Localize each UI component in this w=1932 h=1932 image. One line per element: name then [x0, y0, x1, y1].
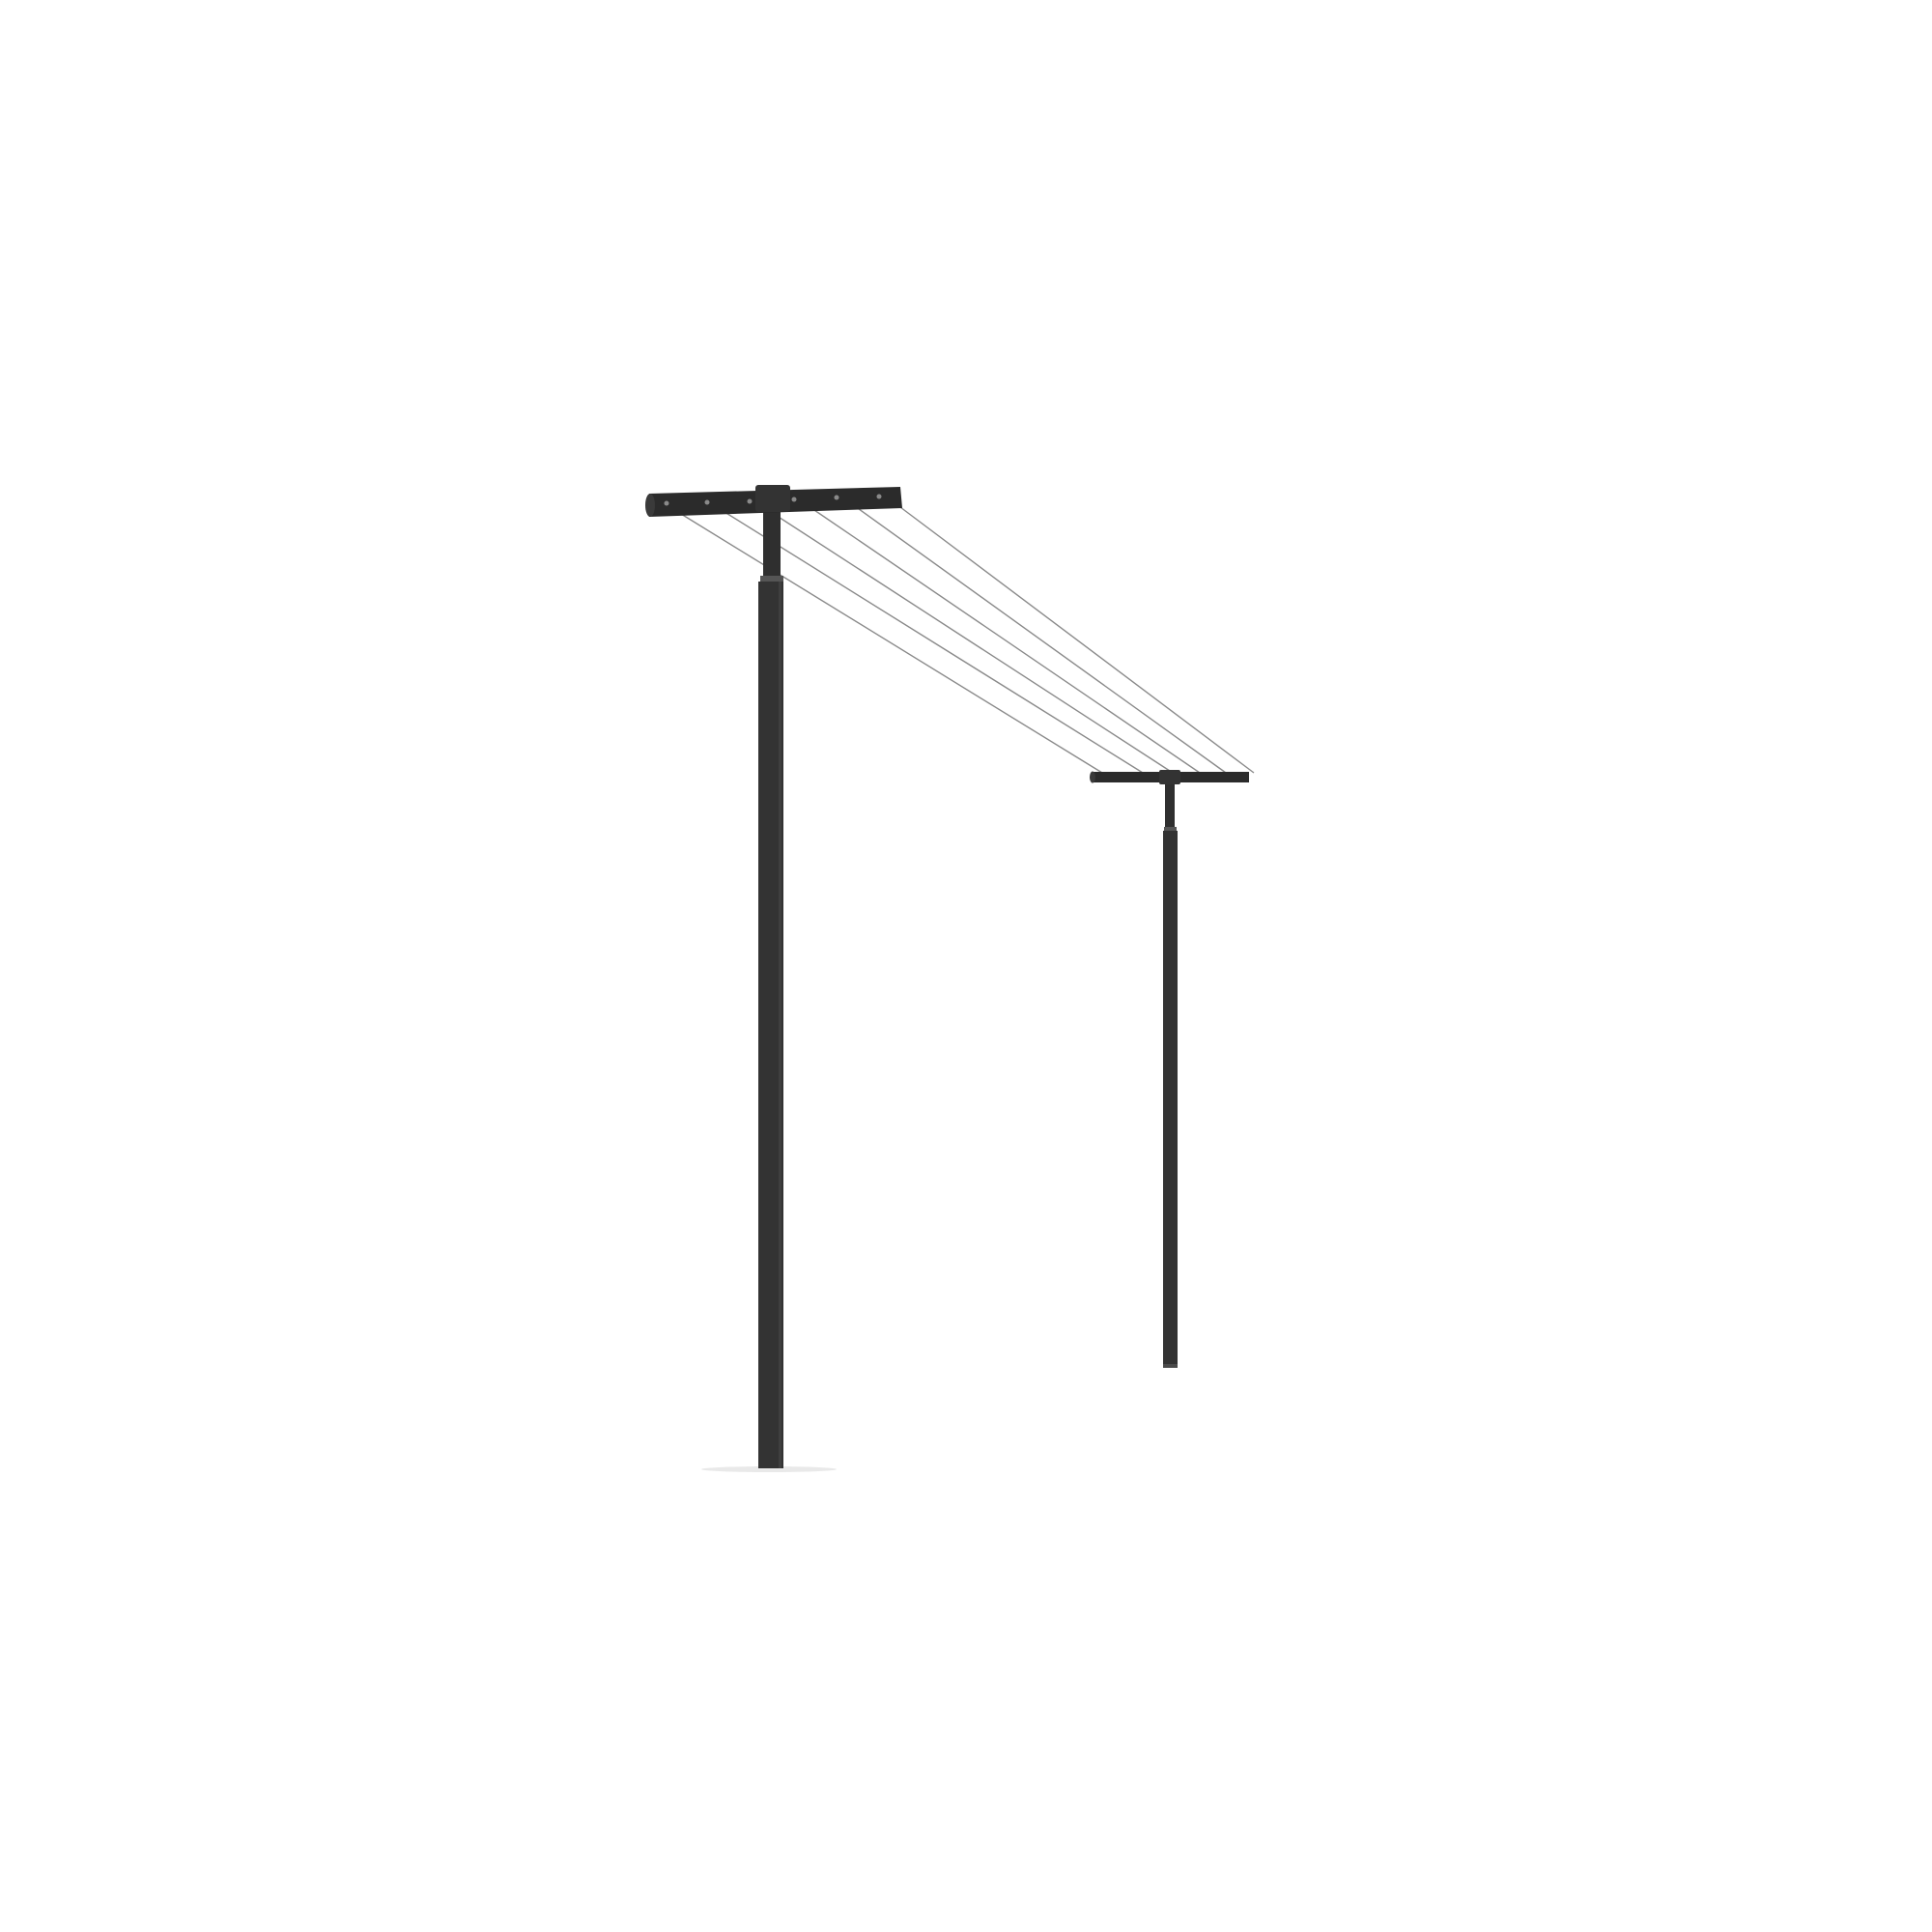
near-post-upper-tube	[763, 510, 781, 580]
far-post	[1163, 781, 1178, 1368]
near-post	[758, 510, 783, 1468]
hole	[834, 495, 839, 500]
hole	[791, 497, 797, 502]
hole	[664, 500, 669, 506]
hole	[704, 499, 710, 505]
near-crossbar	[645, 485, 902, 517]
near-post-collar	[760, 576, 783, 582]
wire-5	[854, 505, 1227, 774]
far-post-collar	[1164, 827, 1177, 831]
far-post-foot	[1163, 1364, 1178, 1368]
wire-3	[767, 509, 1174, 774]
near-crossbar-tee-joint	[755, 485, 790, 512]
far-crossbar-tee-joint	[1159, 770, 1180, 784]
far-post-lower-tube	[1163, 831, 1178, 1368]
wire-2	[724, 511, 1144, 774]
wire-6	[895, 503, 1255, 774]
near-crossbar-end-cap	[645, 494, 655, 517]
near-post-highlight	[779, 582, 781, 1468]
wire-1	[680, 513, 1103, 774]
near-crossbar-holes	[664, 494, 882, 506]
hole	[876, 494, 882, 499]
wires	[680, 503, 1255, 774]
far-post-upper-tube	[1165, 781, 1175, 829]
far-crossbar	[1090, 770, 1249, 784]
hole	[747, 498, 753, 504]
ground-shadow	[701, 1466, 837, 1472]
wire-4	[810, 507, 1201, 774]
far-crossbar-end-cap	[1090, 771, 1095, 783]
